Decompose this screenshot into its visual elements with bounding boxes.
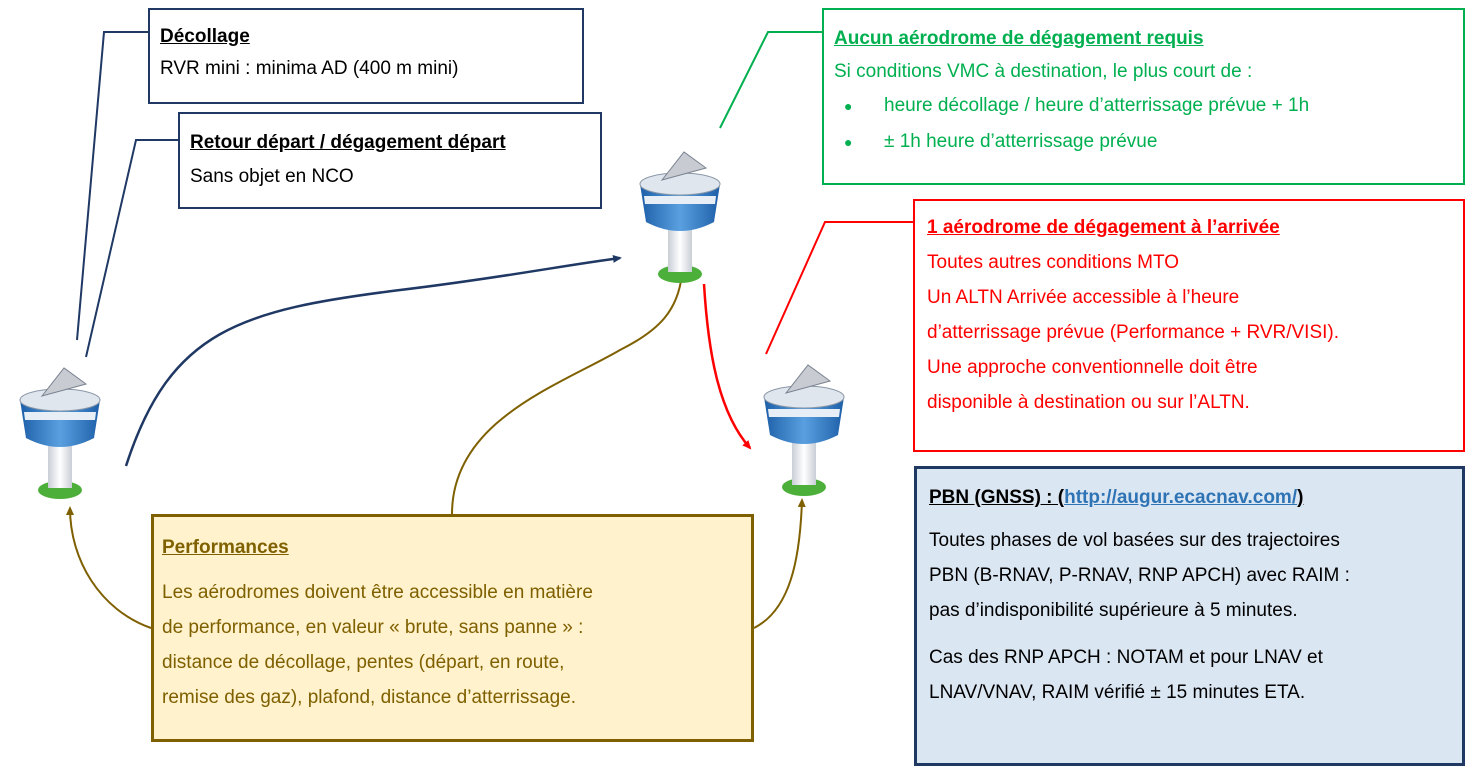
alternate-line: disponible à destination ou sur l’ALTN. bbox=[927, 392, 1250, 413]
takeoff-box: Décollage RVR mini : minima AD (400 m mi… bbox=[148, 8, 584, 104]
performance-line: Les aérodromes doivent être accessible e… bbox=[162, 582, 593, 603]
bullet-icon: ● bbox=[844, 98, 853, 114]
performance-to-alternate-arrow bbox=[753, 498, 806, 629]
return-title: Retour départ / dégagement départ bbox=[190, 132, 506, 153]
takeoff-title: Décollage bbox=[160, 26, 250, 47]
alternate-tower-icon bbox=[763, 364, 845, 496]
pbn-link[interactable]: http://augur.ecacnav.com/ bbox=[1064, 487, 1298, 508]
performance-to-destination-arrow bbox=[451, 272, 686, 515]
no-alternate-callout-line bbox=[719, 31, 822, 129]
alternate-box: 1 aérodrome de dégagement à l’arrivée To… bbox=[913, 199, 1465, 452]
pbn-line: Toutes phases de vol basées sur des traj… bbox=[929, 530, 1340, 551]
pbn-box: PBN (GNSS) : (http://augur.ecacnav.com/)… bbox=[914, 466, 1465, 766]
performance-line: remise des gaz), plafond, distance d’att… bbox=[162, 687, 576, 708]
departure-tower-icon bbox=[19, 367, 101, 499]
alternate-line: Un ALTN Arrivée accessible à l’heure bbox=[927, 287, 1240, 308]
alternate-line: Toutes autres conditions MTO bbox=[927, 252, 1180, 273]
performance-line: distance de décollage, pentes (départ, e… bbox=[162, 652, 565, 673]
pbn-title: PBN (GNSS) : (http://augur.ecacnav.com/) bbox=[929, 483, 1450, 513]
list-item: ● ± 1h heure d’atterrissage prévue bbox=[834, 124, 1453, 160]
return-text: Sans objet en NCO bbox=[190, 166, 354, 187]
performance-title: Performances bbox=[162, 537, 289, 558]
pbn-line: Cas des RNP APCH : NOTAM et pour LNAV et bbox=[929, 647, 1323, 668]
pbn-line: LNAV/VNAV, RAIM vérifié ± 15 minutes ETA… bbox=[929, 682, 1306, 703]
no-alternate-list: ● heure décollage / heure d’atterrissage … bbox=[834, 88, 1453, 160]
no-alternate-box: Aucun aérodrome de dégagement requis Si … bbox=[822, 8, 1465, 185]
departure-to-destination-arrow bbox=[124, 254, 622, 467]
takeoff-callout-line bbox=[76, 31, 148, 341]
return-box: Retour départ / dégagement départ Sans o… bbox=[178, 112, 602, 209]
return-callout-line bbox=[85, 139, 178, 358]
pbn-paragraph-1: Toutes phases de vol basées sur des traj… bbox=[929, 523, 1450, 628]
alternate-title: 1 aérodrome de dégagement à l’arrivée bbox=[927, 217, 1280, 238]
performance-line: de performance, en valeur « brute, sans … bbox=[162, 617, 584, 638]
alternate-line: Une approche conventionnelle doit être bbox=[927, 357, 1258, 378]
destination-tower-icon bbox=[639, 151, 721, 283]
no-alternate-title: Aucun aérodrome de dégagement requis bbox=[834, 28, 1204, 49]
pbn-title-suffix: ) bbox=[1297, 487, 1304, 508]
performance-to-departure-arrow bbox=[66, 506, 152, 629]
performance-box: Performances Les aérodromes doivent être… bbox=[151, 514, 754, 742]
pbn-paragraph-2: Cas des RNP APCH : NOTAM et pour LNAV et… bbox=[929, 640, 1450, 710]
no-alternate-intro: Si conditions VMC à destination, le plus… bbox=[834, 61, 1253, 82]
takeoff-text: RVR mini : minima AD (400 m mini) bbox=[160, 58, 459, 79]
pbn-line: pas d’indisponibilité supérieure à 5 min… bbox=[929, 600, 1298, 621]
bullet-icon: ● bbox=[844, 134, 853, 150]
alternate-line: d’atterrissage prévue (Performance + RVR… bbox=[927, 322, 1340, 343]
pbn-line: PBN (B-RNAV, P-RNAV, RNP APCH) avec RAIM… bbox=[929, 565, 1350, 586]
list-item-text: heure décollage / heure d’atterrissage p… bbox=[884, 95, 1310, 116]
pbn-title-prefix: PBN (GNSS) : ( bbox=[929, 487, 1065, 508]
list-item-text: ± 1h heure d’atterrissage prévue bbox=[884, 131, 1158, 152]
list-item: ● heure décollage / heure d’atterrissage … bbox=[834, 88, 1453, 124]
destination-to-alternate-arrow bbox=[702, 283, 752, 450]
